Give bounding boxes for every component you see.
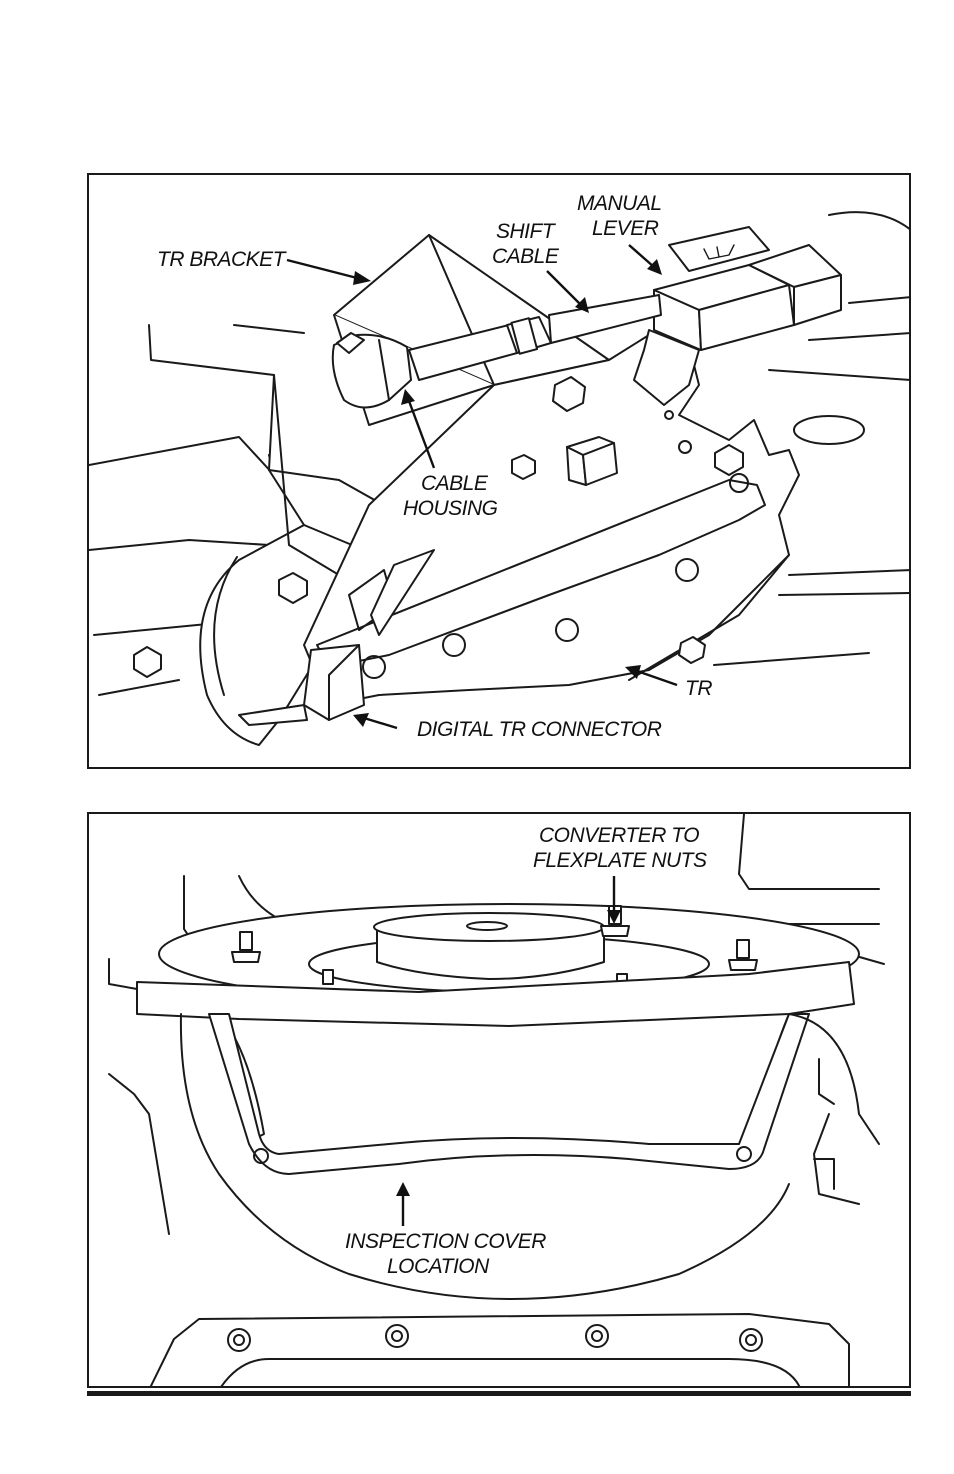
footer-rule bbox=[87, 1391, 911, 1396]
figure-tr-assembly: TR BRACKET SHIFT CABLE MANUAL LEVER CABL… bbox=[87, 173, 911, 769]
label-tr: TR bbox=[685, 677, 712, 700]
label-shift-cable-1: SHIFT bbox=[496, 220, 557, 243]
label-manual-lever-1: MANUAL bbox=[577, 192, 662, 215]
label-tr-bracket: TR BRACKET bbox=[157, 248, 288, 271]
manual-lever bbox=[634, 225, 841, 405]
label-converter-1: CONVERTER TO bbox=[539, 824, 699, 847]
label-manual-lever-2: LEVER bbox=[592, 217, 659, 240]
label-cable-housing-2: HOUSING bbox=[403, 497, 498, 520]
oil-pan bbox=[149, 1314, 849, 1388]
label-converter-2: FLEXPLATE NUTS bbox=[533, 849, 707, 872]
converter-housing-illustration: CONVERTER TO FLEXPLATE NUTS INSPECTION C… bbox=[89, 814, 911, 1388]
label-shift-cable-2: CABLE bbox=[492, 245, 560, 268]
figure-converter-housing: CONVERTER TO FLEXPLATE NUTS INSPECTION C… bbox=[87, 812, 911, 1388]
label-cable-housing-1: CABLE bbox=[421, 472, 489, 495]
label-inspection-2: LOCATION bbox=[387, 1255, 490, 1278]
callout-labels: CONVERTER TO FLEXPLATE NUTS INSPECTION C… bbox=[345, 824, 707, 1278]
tr-assembly-illustration: TR BRACKET SHIFT CABLE MANUAL LEVER CABL… bbox=[89, 175, 911, 769]
label-digital-tr-connector: DIGITAL TR CONNECTOR bbox=[417, 718, 662, 741]
label-inspection-1: INSPECTION COVER bbox=[345, 1230, 546, 1253]
